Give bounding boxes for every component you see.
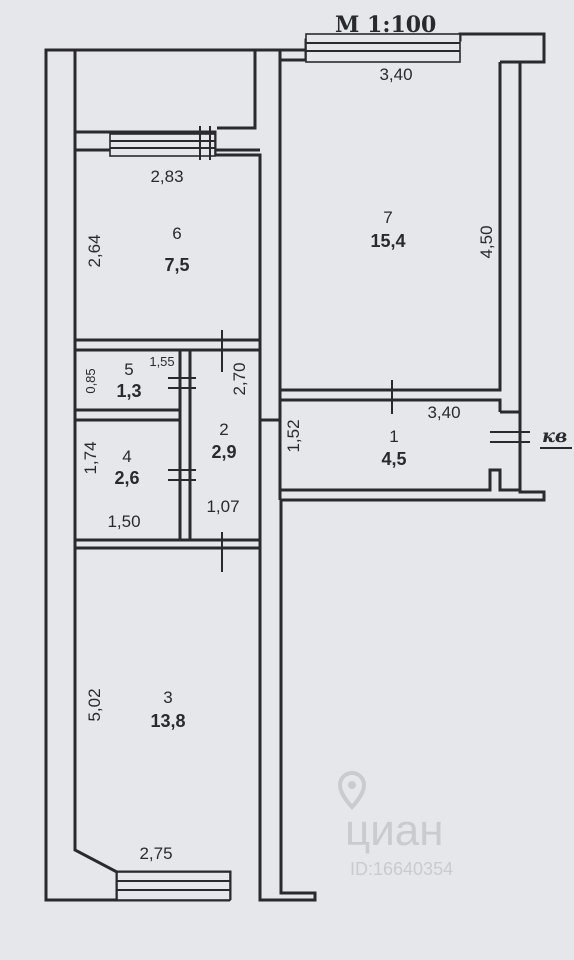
room-5-number: 5: [124, 360, 133, 379]
map-pin-icon: [337, 771, 367, 810]
dim-room6-width: 2,83: [150, 167, 183, 186]
room-4-number: 4: [122, 447, 131, 466]
room-3-number: 3: [163, 688, 172, 707]
walls: [44, 32, 546, 902]
window-north: [305, 33, 461, 63]
dim-room3-depth: 5,02: [85, 688, 104, 721]
room-4-area: 2,6: [114, 468, 139, 488]
scale-label: M 1:100: [335, 12, 436, 38]
room-6-number: 6: [172, 224, 181, 243]
dim-room1-width: 3,40: [427, 403, 460, 422]
room-2-area: 2,9: [211, 442, 236, 462]
apartment-entry-label: кв: [542, 425, 567, 447]
door-marks: [168, 126, 530, 572]
watermark: циан ID:16640354: [337, 771, 453, 879]
dim-room3-width: 2,75: [139, 844, 172, 863]
dim-room5-depth: 0,85: [83, 368, 98, 393]
dim-room7-width: 3,40: [379, 65, 412, 84]
dim-room2-depth: 2,70: [230, 362, 249, 395]
room-6-area: 7,5: [164, 255, 189, 275]
room-5-area: 1,3: [116, 381, 141, 401]
dim-room4-depth: 1,74: [81, 441, 100, 474]
room-1-number: 1: [389, 427, 398, 446]
room-3-area: 13,8: [150, 711, 185, 731]
room-7-number: 7: [383, 208, 392, 227]
dim-room6-depth: 2,64: [85, 234, 104, 267]
room-2-number: 2: [219, 420, 228, 439]
dim-room2-width: 1,07: [206, 497, 239, 516]
room-labels: 1 4,5 2 2,9 3 13,8 4 2,6 5 1,3 6 7,5 7 1…: [114, 208, 406, 731]
room-7-area: 15,4: [370, 231, 405, 251]
window-south: [116, 871, 231, 901]
dim-room5-width: 1,55: [149, 354, 174, 369]
watermark-brand: циан: [345, 806, 444, 855]
window-balcony: [109, 133, 216, 157]
windows: [109, 33, 461, 901]
room-1-area: 4,5: [381, 449, 406, 469]
watermark-id: ID:16640354: [350, 859, 453, 879]
dim-room1-depth: 1,52: [284, 419, 303, 452]
dim-room7-depth: 4,50: [477, 225, 496, 258]
dim-room4-width: 1,50: [107, 512, 140, 531]
dimension-labels: 3,40 2,83 2,64 4,50 0,85 1,55 2,70 3,40 …: [81, 65, 496, 863]
